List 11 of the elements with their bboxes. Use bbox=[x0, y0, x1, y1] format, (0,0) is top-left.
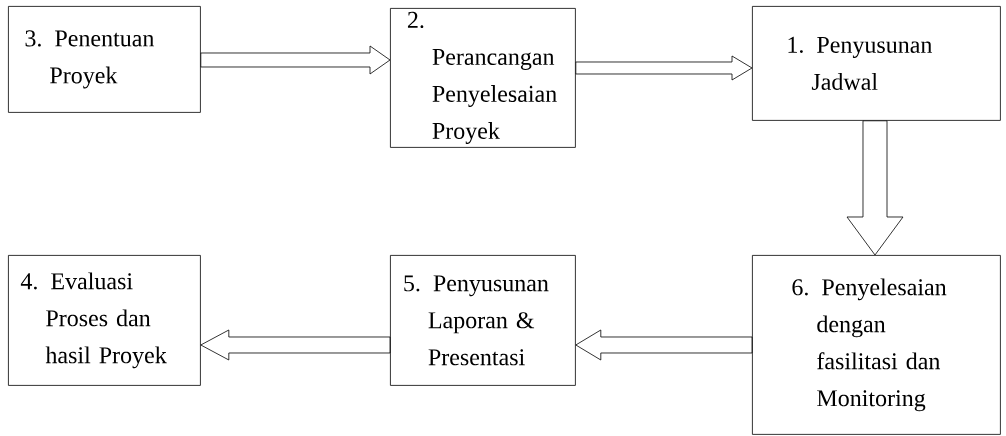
hollow-arrow bbox=[846, 120, 904, 256]
process-box: 2. Perancangan Penyelesaian Proyek bbox=[390, 8, 576, 148]
hollow-arrow bbox=[200, 329, 391, 361]
process-box: 1. Penyusunan Jadwal bbox=[752, 6, 1001, 121]
hollow-arrow bbox=[200, 45, 391, 75]
hollow-arrow bbox=[575, 55, 753, 81]
process-box: 5. Penyusunan Laporan & Presentasi bbox=[390, 255, 576, 386]
process-box: 3. Penentuan Proyek bbox=[8, 6, 201, 113]
process-box: 6. Penyelesaian dengan fasilitasi dan Monitoring bbox=[752, 255, 1001, 435]
hollow-arrow bbox=[575, 329, 753, 361]
process-box: 4. Evaluasi Proses dan hasil Proyek bbox=[8, 255, 201, 386]
